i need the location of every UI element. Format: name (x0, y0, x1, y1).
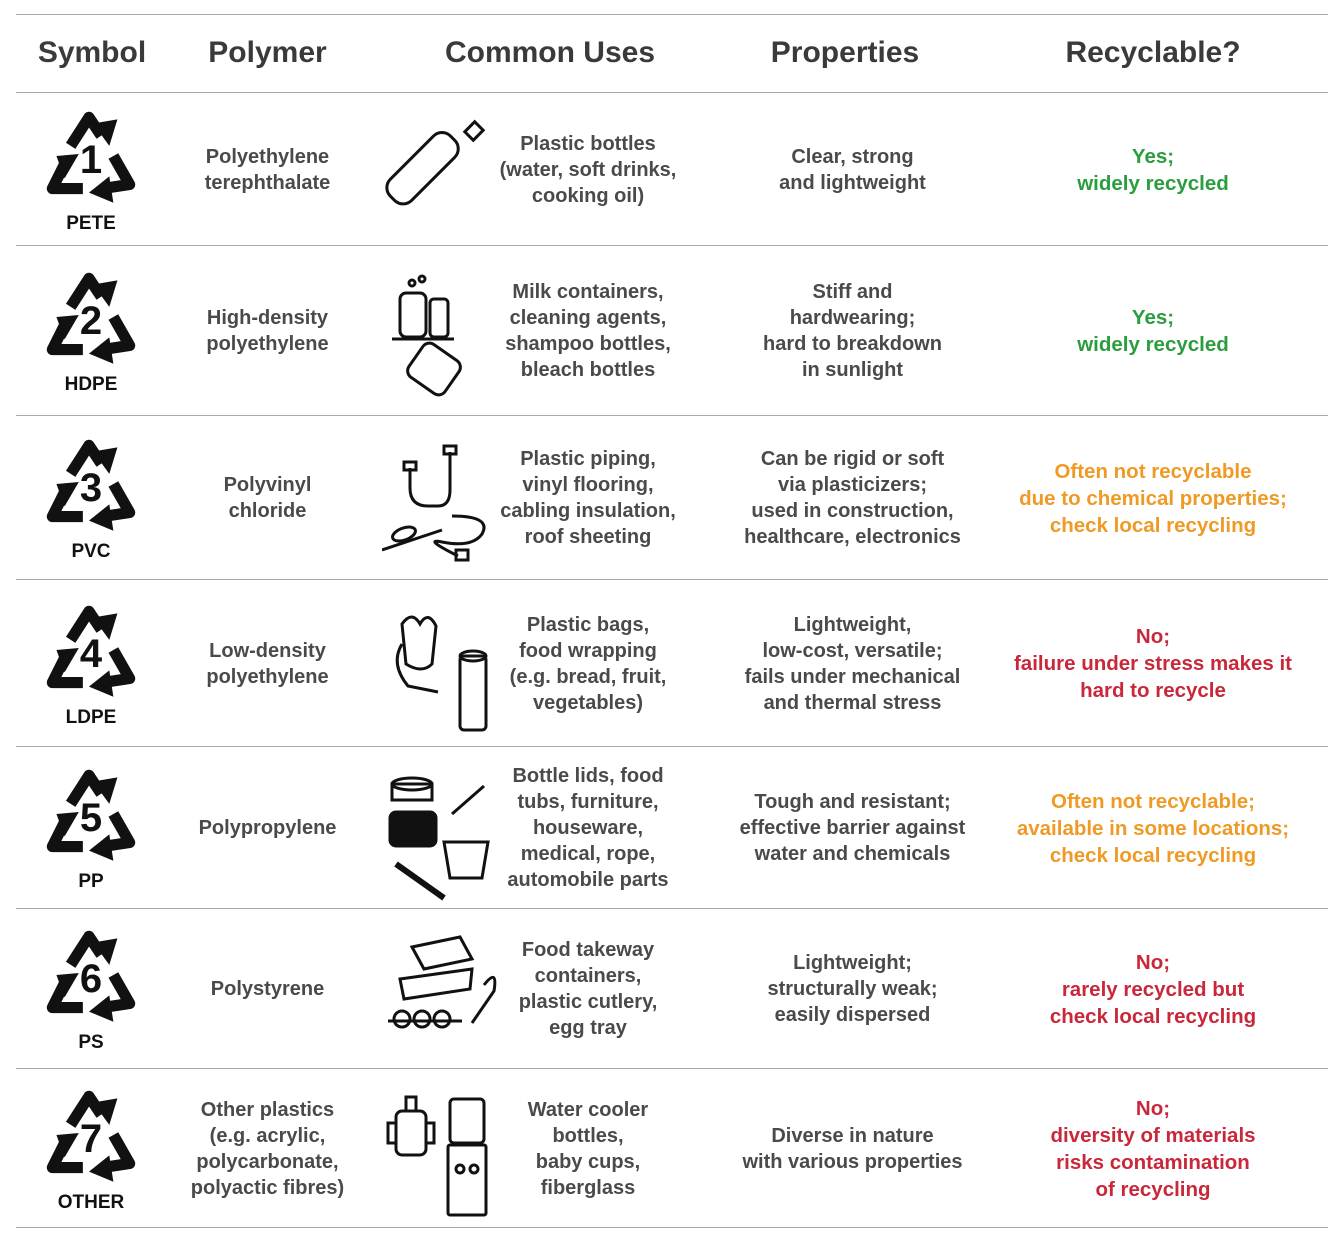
resin-code-number: 2 (79, 299, 103, 343)
properties: Lightweight, low-cost, versatile; fails … (744, 613, 961, 714)
row-divider (16, 579, 1328, 580)
common-uses: Plastic bottles (water, soft drinks, coo… (499, 132, 677, 207)
recycle-arrows-icon (46, 930, 136, 1022)
header-rule (16, 92, 1328, 93)
header-symbol: Symbol (37, 36, 147, 69)
polymer-name: Polyvinyl chloride (223, 474, 312, 522)
polymer-name: Low-density polyethylene (206, 639, 329, 688)
table-row-5: 5 PP Polypropylene Bottle lids, food tub… (0, 748, 1336, 908)
properties: Diverse in nature with various propertie… (742, 1124, 963, 1173)
resin-code-number: 6 (79, 957, 103, 1001)
recycling-symbol: 2 HDPE (30, 256, 152, 401)
resin-code-number: 5 (79, 796, 103, 840)
recyclable-status: Yes; widely recycled (1077, 306, 1229, 356)
polymer-name: Other plastics (e.g. acrylic, polycarbon… (190, 1098, 345, 1199)
common-uses: Food takeway containers, plastic cutlery… (518, 939, 658, 1039)
polymer-name: High-density polyethylene (206, 307, 329, 355)
recycling-symbol: 4 LDPE (30, 589, 152, 734)
recyclable-status: Often not recyclable due to chemical pro… (1019, 459, 1287, 537)
common-uses: Plastic piping, vinyl flooring, cabling … (500, 448, 676, 548)
resin-code-abbr: PS (78, 1032, 104, 1053)
recycle-arrows-icon (46, 1090, 136, 1182)
resin-code-number: 1 (79, 137, 103, 182)
row-divider (16, 415, 1328, 416)
table-row-3: 3 PVC Polyvinyl chloride Plastic piping,… (0, 417, 1336, 579)
header-polymer: Polymer (208, 36, 327, 69)
common-uses: Plastic bags, food wrapping (e.g. bread,… (509, 613, 667, 714)
resin-code-number: 3 (79, 466, 103, 510)
recycle-arrows-icon (46, 605, 136, 697)
lids-tubs-icon (382, 768, 502, 913)
polymer-name: Polystyrene (210, 978, 325, 1000)
bottle-icon (382, 110, 502, 225)
takeaway-icon (382, 929, 502, 1054)
recyclable-status: No; failure under stress makes it hard t… (1013, 625, 1292, 702)
recycling-symbol: 7 OTHER (30, 1074, 152, 1219)
bottom-rule (16, 1227, 1328, 1228)
properties: Tough and resistant; effective barrier a… (739, 791, 966, 865)
bag-wrap-icon (382, 604, 502, 739)
resin-code-number: 7 (79, 1116, 103, 1161)
properties: Lightweight; structurally weak; easily d… (767, 952, 938, 1026)
resin-code-abbr: PETE (66, 212, 116, 234)
pipe-cable-icon (381, 438, 502, 573)
row-divider (16, 1068, 1328, 1069)
recyclable-status: No; rarely recycled but check local recy… (1049, 950, 1257, 1028)
row-divider (16, 746, 1328, 747)
polymer-name: Polyethylene terephthalate (204, 145, 331, 194)
resin-code-abbr: OTHER (57, 1191, 125, 1213)
recyclable-status: Yes; widely recycled (1077, 144, 1229, 195)
table-row-4: 4 LDPE Low-density polyethylene Plastic … (0, 581, 1336, 746)
recycling-symbol: 5 PP (30, 753, 152, 898)
polymer-name: Polypropylene (198, 817, 337, 839)
recycling-symbol: 6 PS (30, 914, 152, 1059)
row-divider (16, 245, 1328, 246)
recyclable-status: No; diversity of materials risks contami… (1050, 1096, 1256, 1201)
recyclable-status: Often not recyclable; available in some … (1016, 789, 1290, 867)
cooler-cup-icon (382, 1089, 502, 1224)
properties: Can be rigid or soft via plasticizers; u… (744, 448, 961, 548)
recycle-arrows-icon (46, 272, 136, 364)
recycle-arrows-icon (46, 111, 136, 203)
resin-code-number: 4 (79, 631, 103, 676)
resin-code-abbr: LDPE (65, 706, 117, 728)
common-uses: Water cooler bottles, baby cups, fibergl… (527, 1098, 649, 1199)
row-divider (16, 908, 1328, 909)
properties: Clear, strong and lightweight (779, 145, 926, 194)
header-recyclable: Recyclable? (1065, 36, 1241, 69)
common-uses: Bottle lids, food tubs, furniture, house… (507, 765, 669, 891)
header-properties: Properties (770, 36, 920, 69)
top-rule (16, 14, 1328, 15)
table-row-1: 1 PETE Polyethylene terephthalate Plasti… (0, 94, 1336, 245)
resin-code-abbr: PVC (71, 541, 111, 562)
recycle-arrows-icon (46, 439, 136, 531)
recycle-arrows-icon (46, 769, 136, 861)
properties: Stiff and hardwearing; hard to breakdown… (763, 281, 942, 381)
header-common-uses: Common Uses (444, 36, 656, 69)
recycling-symbol: 1 PETE (30, 95, 152, 240)
table-row-2: 2 HDPE High-density polyethylene Milk co… (0, 247, 1336, 415)
table-row-6: 6 PS Polystyrene Food takeway containers… (0, 910, 1336, 1068)
table-row-7: 7 OTHER Other plastics (e.g. acrylic, po… (0, 1070, 1336, 1227)
resin-code-abbr: PP (78, 871, 104, 892)
common-uses: Milk containers, cleaning agents, shampo… (505, 281, 671, 381)
recycling-symbol: 3 PVC (30, 423, 152, 568)
containers-icon (382, 271, 502, 406)
resin-code-abbr: HDPE (64, 374, 118, 395)
